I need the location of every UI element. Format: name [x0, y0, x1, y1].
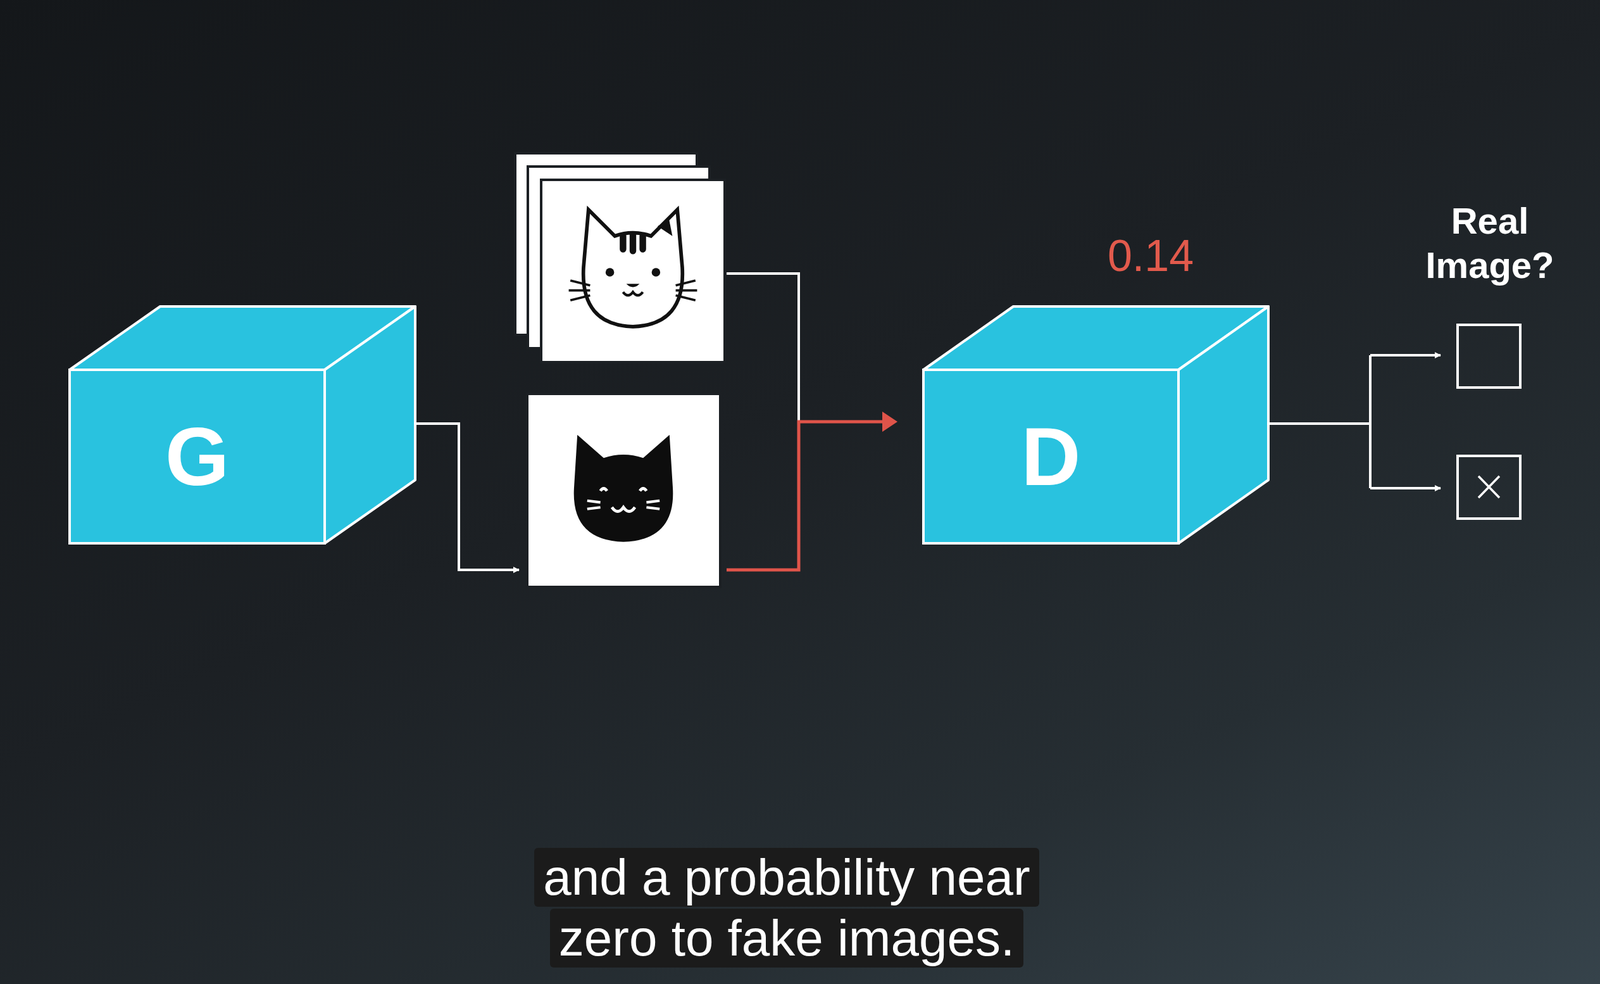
- cube-box: G: [69, 306, 416, 544]
- subtitle: and a probability near zero to fake imag…: [534, 847, 1039, 968]
- output-heading: Real Image?: [1407, 198, 1573, 287]
- box-label: D: [1021, 415, 1082, 498]
- cube-shape: [923, 306, 1269, 544]
- cube-shape: [69, 306, 416, 544]
- branch-wire: [1370, 486, 1441, 490]
- branch-wire: [1370, 353, 1441, 357]
- checkbox: [1457, 324, 1521, 388]
- real-wire: [726, 273, 799, 422]
- cube-face: G: [69, 369, 325, 544]
- cube-face: D: [923, 369, 1179, 544]
- real-image-stack: [515, 153, 725, 363]
- cross-mark: [1478, 475, 1500, 498]
- box-label: G: [165, 415, 230, 498]
- fake-image: [527, 393, 721, 587]
- subtitle-box: and a probability near zero to fake imag…: [501, 846, 1072, 969]
- arrow-head: [882, 411, 898, 432]
- cube-box: D: [923, 306, 1269, 544]
- wires: [369, 273, 1441, 570]
- fake-wire: [726, 421, 887, 570]
- checkbox: [1457, 455, 1521, 519]
- probability-value: 0.14: [1055, 229, 1246, 283]
